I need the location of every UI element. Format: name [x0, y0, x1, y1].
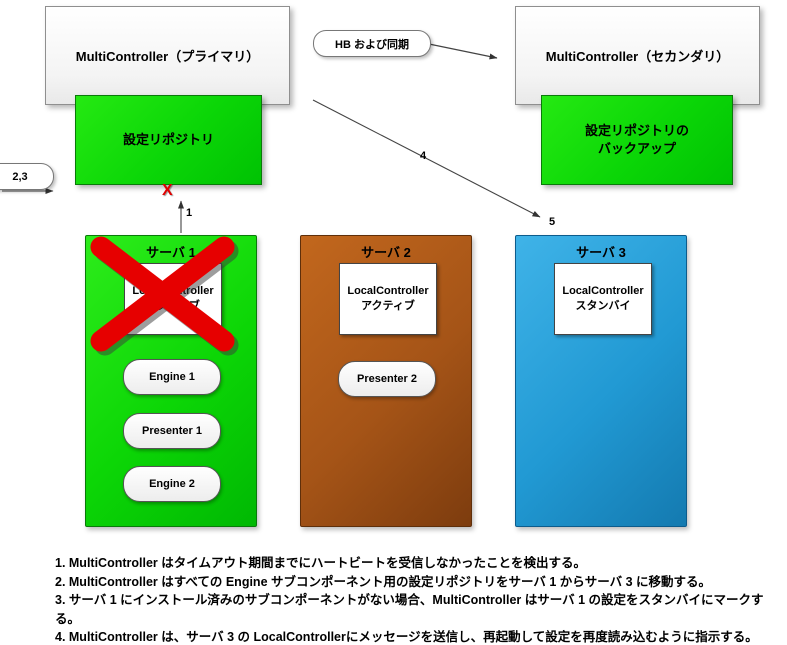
hb-sync-arrow-label: HB および同期	[335, 38, 409, 51]
config-repository-label: 設定リポジトリ	[122, 132, 214, 147]
component-engine-2-label: Engine 2	[149, 478, 195, 490]
steps-list: 1. MultiController はタイムアウト期間までにハートビートを受信…	[55, 554, 785, 645]
server-2-localcontroller-state: アクティブ	[361, 300, 415, 312]
hb-sync-arrow-label-pill: HB および同期	[313, 30, 431, 57]
server-1-localcontroller-state: アクティブ	[146, 300, 200, 312]
server-2-title: サーバ 2	[361, 245, 411, 260]
secondary-multicontroller-box: MultiController（セカンダリ）	[515, 6, 760, 105]
repository-failure-x-icon: X	[162, 182, 173, 199]
step-4-label: 4	[420, 150, 427, 162]
step-line-3: 3. サーバ 1 にインストール済みのサブコンポーネントがない場合、MultiC…	[55, 593, 764, 626]
component-presenter-1-label: Presenter 1	[142, 425, 202, 437]
server-3-box: サーバ 3 LocalController スタンバイ	[515, 235, 687, 527]
server-2-localcontroller-name: LocalController	[347, 285, 429, 297]
component-presenter-2-label: Presenter 2	[357, 373, 417, 385]
server-2-localcontroller-box: LocalController アクティブ	[339, 263, 437, 335]
config-repository-backup-label-line1: 設定リポジトリの	[584, 123, 689, 138]
step-line-4: 4. MultiController は、サーバ 3 の LocalContro…	[55, 630, 758, 644]
server-1-localcontroller-name: LocalController	[132, 285, 214, 297]
step-line-2: 2. MultiController はすべての Engine サブコンポーネン…	[55, 574, 712, 589]
server-1-localcontroller-box: LocalController アクティブ	[124, 263, 222, 335]
step-4-arrow	[312, 99, 541, 218]
steps-2-3-pill: 2,3	[0, 163, 54, 190]
component-engine-1: Engine 1	[123, 359, 221, 395]
hb-sync-arrow	[428, 43, 498, 60]
server-1-title: サーバ 1	[146, 245, 196, 260]
component-presenter-1: Presenter 1	[123, 413, 221, 449]
step-line-1: 1. MultiController はタイムアウト期間までにハートビートを受信…	[55, 556, 587, 570]
server-3-title: サーバ 3	[576, 245, 626, 260]
step-5-label: 5	[549, 216, 556, 228]
component-engine-2: Engine 2	[123, 466, 221, 502]
server-2-box: サーバ 2 LocalController アクティブ Presenter 2	[300, 235, 472, 527]
config-repository-backup-label-line2: バックアップ	[597, 141, 676, 156]
server-3-localcontroller-state: スタンバイ	[575, 300, 631, 312]
server-3-localcontroller-box: LocalController スタンバイ	[554, 263, 652, 335]
primary-multicontroller-box: MultiController（プライマリ）	[45, 6, 290, 105]
server-1-box: サーバ 1 LocalController アクティブ Engine 1 Pre…	[85, 235, 257, 527]
step-1-label: 1	[186, 207, 193, 219]
steps-2-3-label: 2,3	[12, 170, 28, 183]
secondary-multicontroller-title: MultiController（セカンダリ）	[545, 49, 730, 64]
server-3-localcontroller-name: LocalController	[562, 285, 644, 297]
primary-multicontroller-title: MultiController（プライマリ）	[75, 49, 260, 64]
component-engine-1-label: Engine 1	[149, 371, 195, 383]
component-presenter-2: Presenter 2	[338, 361, 436, 397]
config-repository-backup-box: 設定リポジトリの バックアップ	[541, 95, 733, 185]
config-repository-box: 設定リポジトリ	[75, 95, 262, 185]
